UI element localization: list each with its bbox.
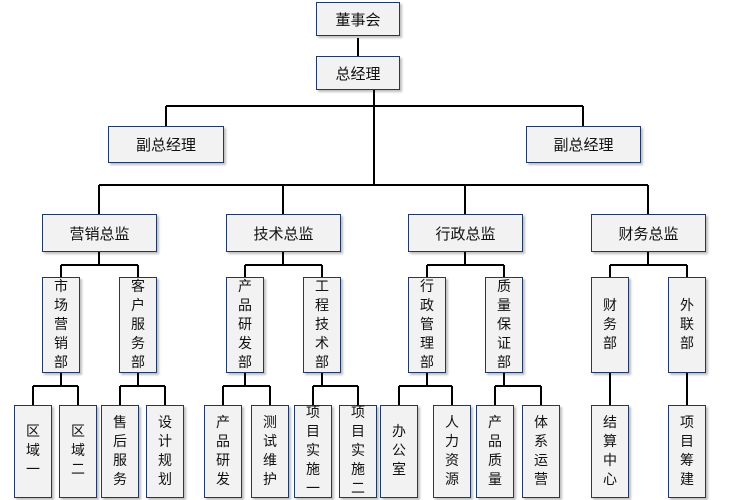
market-sales-dept-box: 市场营销部 bbox=[42, 277, 80, 373]
tech-director-box: 技术总监 bbox=[226, 214, 341, 252]
product-quality-box: 产品质量 bbox=[476, 405, 514, 498]
product-rnd-dept-box: 产品研发部 bbox=[226, 277, 264, 373]
zone-one-box: 区域一 bbox=[14, 405, 52, 498]
marketing-director-box: 营销总监 bbox=[42, 214, 157, 252]
admin-director-box: 行政总监 bbox=[408, 214, 523, 252]
project-implementation-two-box: 项目实施二 bbox=[339, 405, 377, 498]
board-box: 董事会 bbox=[316, 2, 400, 36]
finance-dept-box: 财务部 bbox=[591, 277, 629, 373]
project-implementation-one-box: 项目实施一 bbox=[294, 405, 332, 498]
system-operations-box: 体系运营 bbox=[522, 405, 560, 498]
admin-management-dept-box: 行政管理部 bbox=[408, 277, 446, 373]
after-sales-service-box: 售后服务 bbox=[101, 405, 139, 498]
quality-assurance-dept-box: 质量保证部 bbox=[485, 277, 523, 373]
customer-service-dept-box: 客户服务部 bbox=[119, 277, 157, 373]
human-resources-box: 人力资源 bbox=[433, 405, 471, 498]
product-development-box: 产品研发 bbox=[204, 405, 242, 498]
vice-general-manager-left-box: 副总经理 bbox=[108, 126, 224, 163]
vice-general-manager-right-box: 副总经理 bbox=[526, 126, 641, 163]
project-preparation-box: 项目筹建 bbox=[668, 405, 706, 498]
general-manager-box: 总经理 bbox=[316, 56, 400, 90]
test-maintenance-box: 测试维护 bbox=[251, 405, 289, 498]
design-planning-box: 设计规划 bbox=[146, 405, 184, 498]
engineering-dept-box: 工程技术部 bbox=[303, 277, 341, 373]
office-box: 办公室 bbox=[380, 405, 418, 498]
external-relations-dept-box: 外联部 bbox=[668, 277, 706, 373]
settlement-center-box: 结算中心 bbox=[591, 405, 629, 498]
finance-director-box: 财务总监 bbox=[591, 214, 706, 252]
zone-two-box: 区域二 bbox=[59, 405, 97, 498]
